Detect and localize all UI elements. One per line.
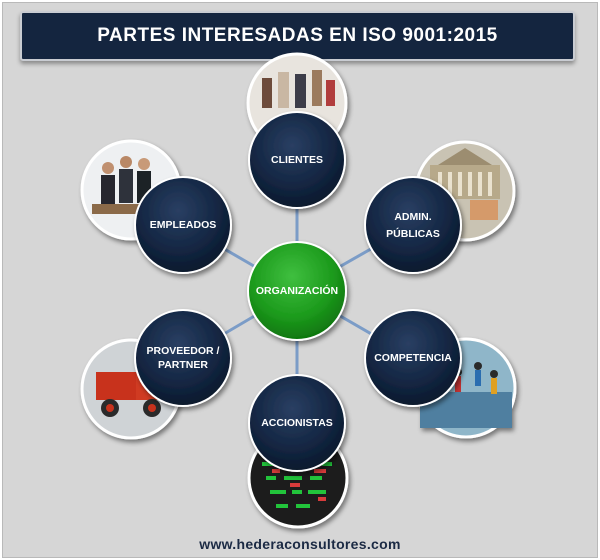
- node-admin-publicas: ADMIN. PÚBLICAS: [363, 175, 463, 275]
- label-publicas: PÚBLICAS: [386, 227, 440, 240]
- page-title: PARTES INTERESADAS EN ISO 9001:2015: [97, 25, 498, 46]
- label-clientes: CLIENTES: [271, 154, 323, 166]
- node-proveedor-partner: PROVEEDOR / PARTNER: [133, 308, 233, 408]
- label-partner: PARTNER: [158, 359, 208, 371]
- label-empleados: EMPLEADOS: [149, 219, 217, 231]
- website-footer: www.hederaconsultores.com: [199, 536, 401, 552]
- node-clientes: CLIENTES: [247, 110, 347, 210]
- outer-nodes: [134, 111, 462, 472]
- label-organizacion: ORGANIZACIÓN: [255, 285, 339, 297]
- center-node-label: ORGANIZACIÓN: [247, 241, 347, 341]
- node-empleados: EMPLEADOS: [133, 175, 233, 275]
- label-admin: ADMIN.: [394, 210, 432, 223]
- node-accionistas: ACCIONISTAS: [247, 373, 347, 473]
- node-competencia: COMPETENCIA: [363, 308, 463, 408]
- label-accionistas: ACCIONISTAS: [261, 417, 333, 429]
- label-proveedor: PROVEEDOR /: [146, 345, 220, 357]
- label-competencia: COMPETENCIA: [374, 352, 452, 364]
- center-node: [247, 241, 347, 341]
